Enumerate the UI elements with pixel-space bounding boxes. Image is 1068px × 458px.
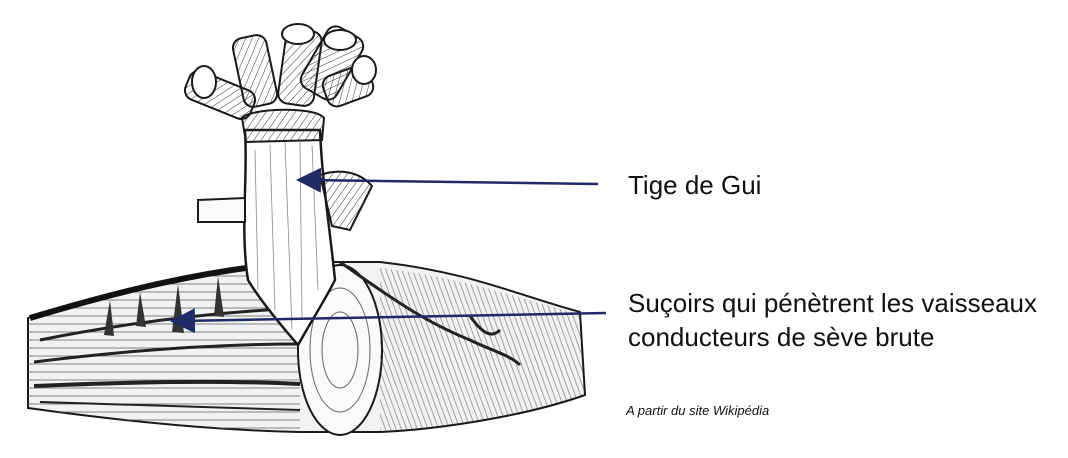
stem-label: Tige de Gui: [628, 170, 761, 201]
suckers-label: Suçoirs qui pénètrent les vaisseaux cond…: [628, 286, 1037, 354]
suckers-label-line-1: Suçoirs qui pénètrent les vaisseaux: [628, 286, 1037, 320]
suckers-label-line-2: conducteurs de sève brute: [628, 320, 1037, 354]
source-credit: A partir du site Wikipédia: [626, 403, 769, 418]
mistletoe-branches: [182, 23, 376, 122]
